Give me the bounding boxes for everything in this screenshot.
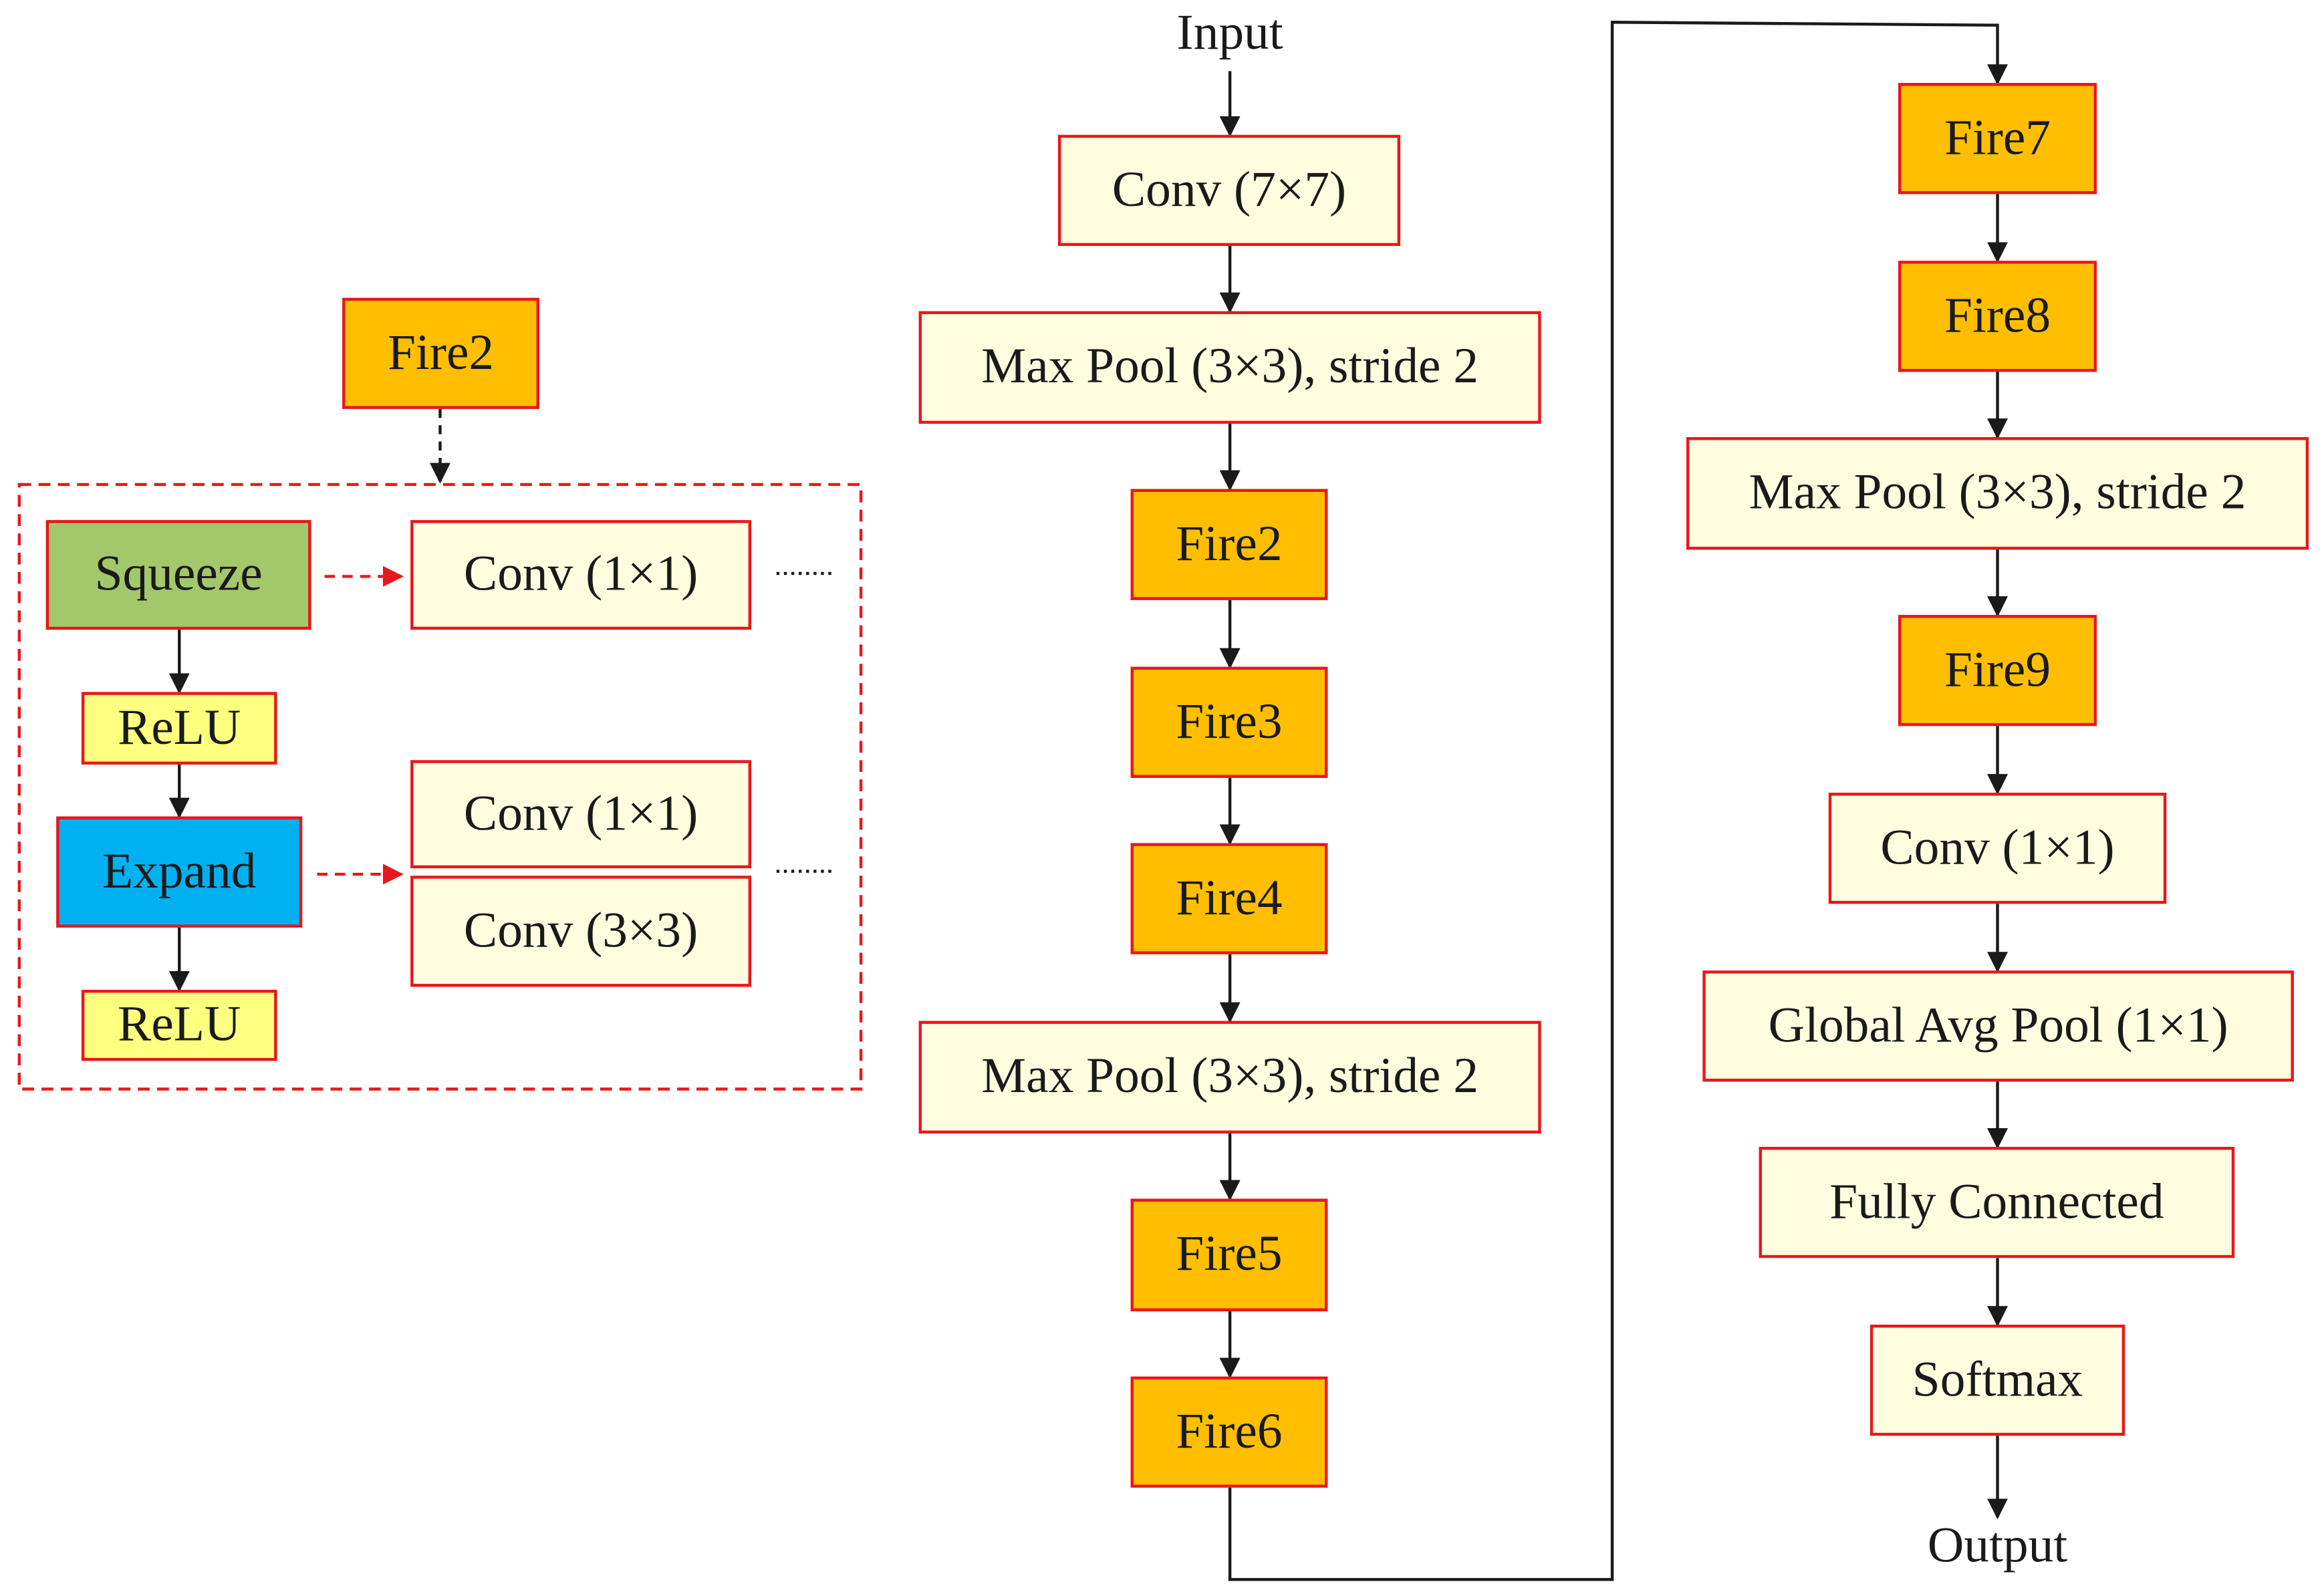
layer-fire7: Fire7 [1898,83,2097,194]
layer-fully-connected: Fully Connected [1759,1146,2235,1258]
expand-box: Expand [56,816,303,928]
fire-module-border [17,483,863,1091]
layer-fire3: Fire3 [1130,666,1328,778]
layer-fire5: Fire5 [1130,1198,1328,1312]
expand-conv-1x1: Conv (1×1) [410,760,752,869]
layer-fire8: Fire8 [1898,261,2097,372]
layer-fire2: Fire2 [1130,489,1328,600]
layer-global-avg-pool: Global Avg Pool (1×1) [1702,970,2294,1082]
layer-fire6: Fire6 [1130,1376,1328,1488]
squeeze-conv-1x1: Conv (1×1) [410,520,752,630]
fire-module-title: Fire2 [342,297,539,409]
layer-fire9: Fire9 [1898,615,2097,726]
layer-fire4: Fire4 [1130,843,1328,954]
layer-softmax: Softmax [1869,1324,2125,1436]
relu-box-2: ReLU [81,989,277,1061]
squeeze-box: Squeeze [45,520,311,630]
layer-maxpool-1: Max Pool (3×3), stride 2 [918,311,1541,424]
layer-conv-7x7: Conv (7×7) [1057,134,1401,247]
output-label: Output [1927,1518,2068,1574]
input-label: Input [1176,5,1283,61]
relu-box-1: ReLU [81,692,277,765]
layer-maxpool-2: Max Pool (3×3), stride 2 [918,1021,1541,1134]
layer-conv-1x1: Conv (1×1) [1828,793,2167,904]
layer-maxpool-3: Max Pool (3×3), stride 2 [1686,437,2309,550]
expand-conv-3x3: Conv (3×3) [410,876,752,987]
connector-fire6-to-fire7 [1228,21,2009,1581]
